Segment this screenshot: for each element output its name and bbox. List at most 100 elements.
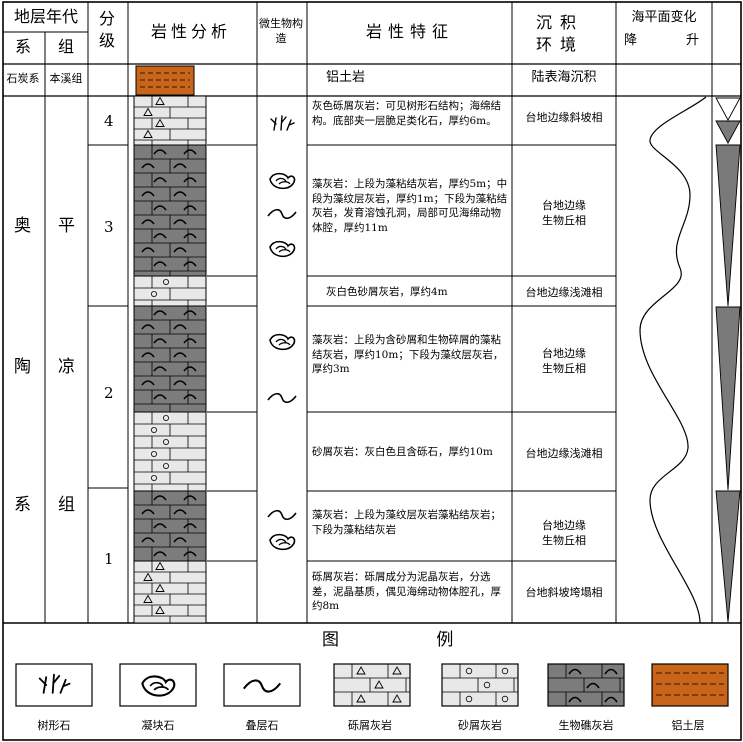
dendrolite-branch	[53, 674, 61, 684]
legend-label-reef: 生物礁灰岩	[558, 719, 614, 732]
reef-symbol	[173, 191, 187, 197]
layer-feature-3: 灰白色砂屑灰岩，厚约4m	[326, 286, 448, 298]
grainstone-symbol	[162, 438, 169, 445]
legend-rudstone-symbol	[356, 666, 366, 675]
header-rise: 升	[686, 33, 700, 48]
group-char-3: 组	[58, 495, 75, 515]
layer-feature-2: 藻灰岩：上段为藻粘结灰岩，厚约5m；中段为藻纹层灰岩，厚约1m；下段为藻粘结灰岩…	[312, 178, 508, 234]
thrombolite-icon	[269, 533, 296, 551]
legend-label-grainstone: 砂屑灰岩	[458, 719, 502, 732]
grainstone-symbol	[162, 278, 169, 285]
reef-symbol	[153, 366, 167, 372]
layer-environment-4: 台地边缘 生物丘相	[542, 347, 586, 375]
layer-environment-1: 台地边缘斜坡相	[525, 111, 603, 124]
legend-rudstone-symbol	[374, 680, 384, 689]
reef-symbol	[153, 551, 167, 557]
header-stratigraphy: 地层年代	[13, 7, 78, 26]
legend-box-bauxite	[651, 663, 729, 707]
layer-environment-5: 台地边缘浅滩相	[525, 447, 603, 460]
dendrolite-icon	[38, 673, 71, 694]
thrombolite-shape	[275, 538, 287, 544]
stromatolite-wave	[242, 679, 282, 693]
thrombolite-icon	[269, 333, 296, 351]
grainstone-symbol	[150, 426, 157, 433]
reef-symbol	[141, 191, 155, 197]
thrombolite-icon	[269, 240, 296, 258]
bauxite-layer	[135, 65, 195, 96]
rudstone-symbol	[155, 96, 165, 105]
header-microbial-structure: 微生物构造	[259, 17, 303, 45]
reef-symbol	[183, 310, 197, 316]
reef-symbol	[141, 247, 155, 253]
header-fall: 降	[624, 33, 638, 48]
thrombolite-shape	[278, 342, 291, 346]
thrombolite-shape	[278, 181, 291, 185]
thrombolite-shape	[269, 240, 296, 258]
legend-label-stromatolite: 叠层石	[245, 719, 279, 732]
legend-box-dendrolite	[15, 663, 93, 707]
reef-symbol	[173, 324, 187, 330]
legend-rudstone-symbol	[392, 694, 402, 703]
legend-reef-symbol	[568, 668, 582, 675]
reef-symbol	[173, 163, 187, 169]
header-system: 系	[14, 37, 31, 56]
grade-2: 2	[104, 384, 114, 402]
reef-symbol	[173, 380, 187, 386]
reef-symbol	[173, 247, 187, 253]
reef-symbol	[153, 205, 167, 211]
reef-symbol	[183, 394, 197, 400]
thrombolite-shape	[275, 245, 287, 251]
grainstone-symbol	[150, 450, 157, 457]
dendrolite-branch	[288, 122, 295, 126]
legend-label-thrombolite: 凝块石	[141, 719, 175, 732]
reef-symbol	[141, 219, 155, 225]
legend-title: 图 例	[322, 630, 500, 650]
reef-symbol	[183, 261, 197, 267]
stromatolite-wave	[267, 208, 297, 220]
reef-symbol	[173, 352, 187, 358]
stromatolite-icon	[267, 392, 297, 404]
grade-1: 1	[104, 550, 114, 568]
reef-symbol	[153, 177, 167, 183]
legend-box-reef	[547, 663, 625, 707]
cycle-triangle	[715, 144, 741, 307]
thrombolite-icon	[141, 675, 176, 697]
grainstone-symbol	[150, 290, 157, 297]
stromatolite-icon	[242, 679, 282, 693]
header-lithology-features: 岩性特征	[365, 22, 454, 41]
dendrolite-branch	[51, 673, 55, 694]
reef-symbol	[153, 523, 167, 529]
thrombolite-shape	[269, 533, 296, 551]
thrombolite-shape	[269, 172, 296, 190]
reef-symbol	[153, 261, 167, 267]
layer-feature-4: 藻灰岩：上段为含砂屑和生物碎屑的藻粘结灰岩，厚约10m；下段为藻纹层灰岩，厚约3…	[312, 334, 504, 375]
reef-symbol	[183, 149, 197, 155]
legend-reef-symbol	[604, 696, 618, 703]
reef-symbol	[153, 338, 167, 344]
reef-symbol	[141, 324, 155, 330]
reef-symbol	[183, 233, 197, 239]
carboniferous-feature: 铝土岩	[326, 70, 366, 85]
legend-rudstone-symbol	[392, 666, 402, 675]
reef-symbol	[153, 233, 167, 239]
stromatolite-wave	[267, 509, 297, 521]
reef-symbol	[183, 523, 197, 529]
layer-environment-6: 台地边缘 生物丘相	[542, 519, 586, 547]
rudstone-symbol	[155, 561, 165, 570]
reef-symbol	[173, 509, 187, 515]
layer-feature-6: 藻灰岩：上段为藻纹层灰岩藻粘结灰岩；下段为藻粘结灰岩	[312, 509, 501, 536]
dendrolite-branch	[38, 677, 48, 686]
dendrolite-icon	[270, 115, 295, 131]
legend-rudstone-symbol	[356, 694, 366, 703]
header-grade: 分级	[98, 9, 115, 50]
legend-label-dendrolite: 树形石	[37, 719, 71, 732]
layer-feature-5: 砂屑灰岩：灰白色且含砾石，厚约10m	[312, 446, 493, 458]
layer-feature-1: 灰色砾屑灰岩：可见树形石结构；海绵结构。底部夹一层脆足类化石，厚约6m。	[312, 100, 501, 127]
layer-feature-7: 砾屑灰岩：砾屑成分为泥晶灰岩，分选差，泥晶基质，偶见海绵动物体腔孔，厚约8m	[312, 571, 501, 612]
thrombolite-shape	[149, 681, 165, 688]
grainstone-symbol	[150, 474, 157, 481]
sea-level-curve	[639, 96, 707, 624]
